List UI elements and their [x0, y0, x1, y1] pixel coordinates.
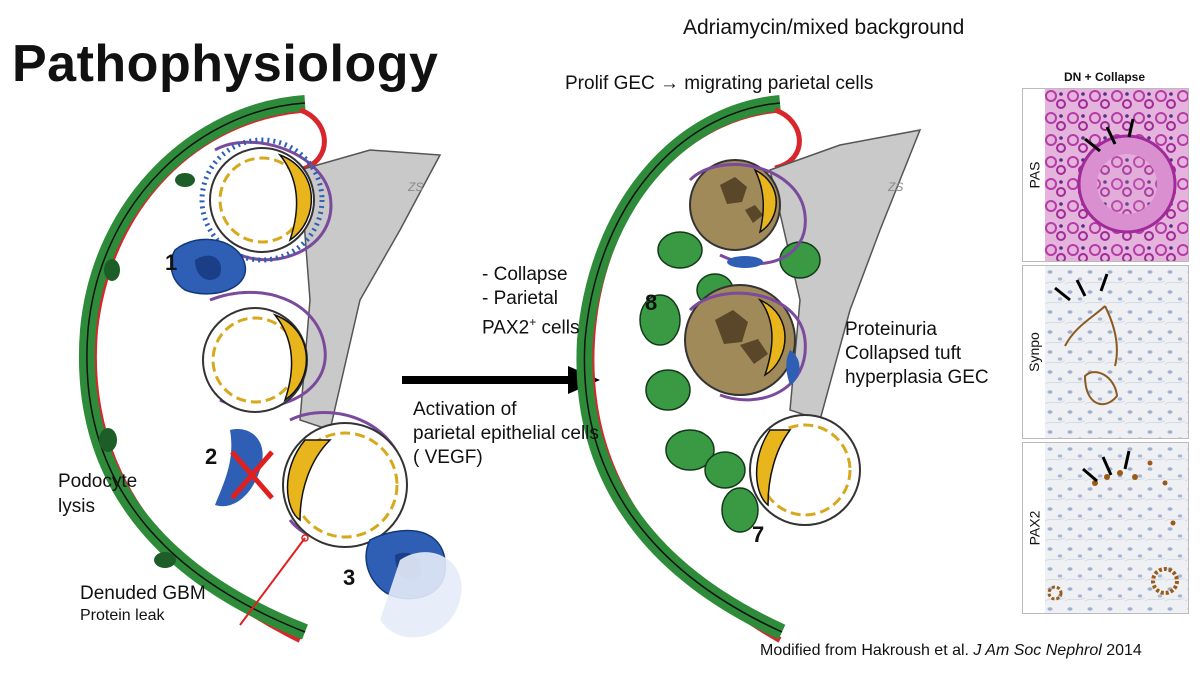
activation-line-1: Activation of [413, 399, 517, 420]
label-protein-leak: Protein leak [80, 607, 165, 624]
histology-panel-pas: PAS [1022, 88, 1189, 262]
bullet-parietal: - Parietal [482, 288, 559, 309]
marker-3: 3 [343, 565, 356, 590]
signature-left: ZS [408, 180, 424, 194]
label-denuded-gbm: Denuded GBM [80, 583, 206, 604]
citation: Modified from Hakroush et al. J Am Soc N… [760, 642, 1142, 659]
label-podocyte-lysis-2: lysis [58, 496, 95, 517]
marker-1: 1 [165, 250, 178, 275]
page-title: Pathophysiology [12, 35, 439, 93]
bullet-collapse: - Collapse [482, 264, 568, 285]
marker-8: 8 [645, 290, 658, 315]
bullet-pax2: PAX2+ cells [482, 315, 580, 339]
left-glomerulus [79, 95, 462, 643]
label-proteinuria: Proteinuria [845, 319, 937, 340]
activation-line-3: ( VEGF) [413, 447, 483, 468]
subtitle-right: Prolif GEC → migrating parietal cells [565, 73, 874, 94]
activation-line-2: parietal epithelial cells [413, 423, 599, 444]
marker-7: 7 [752, 522, 765, 547]
marker-2: 2 [205, 444, 218, 469]
histology-panel-synpo: Synpo [1022, 265, 1189, 439]
label-podocyte-lysis-1: Podocyte [58, 471, 138, 492]
histology-panel-pax2: PAX2 [1022, 442, 1189, 614]
signature-right: ZS [888, 180, 904, 194]
panel-label-pax2: PAX2 [1023, 443, 1045, 613]
label-hyperplasia-gec: hyperplasia GEC [845, 367, 989, 388]
label-collapsed-tuft: Collapsed tuft [845, 343, 962, 364]
panel-label-pas: PAS [1023, 89, 1045, 261]
panel-label-synpo: Synpo [1023, 266, 1045, 438]
histology-header: DN + Collapse [1063, 70, 1146, 84]
right-glomerulus [576, 95, 922, 643]
header-right: Adriamycin/mixed background [683, 16, 965, 39]
